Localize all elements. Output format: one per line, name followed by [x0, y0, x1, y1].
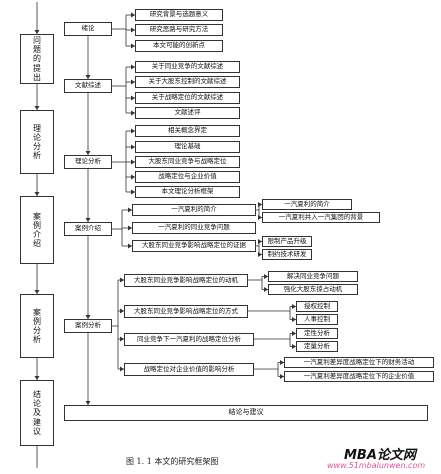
arrowhead-62	[120, 277, 124, 283]
theory-item-2: 理论基础	[135, 141, 240, 153]
case-intro-item-2: 一汽夏利的同业竞争问题	[132, 222, 256, 234]
left-box-problem: 问题的提出	[20, 34, 54, 84]
arrowhead-98	[292, 344, 296, 349]
case-analysis-item-4: 战略定位对企业价值的影响分析	[124, 363, 254, 376]
arrowhead-64	[120, 308, 124, 314]
arrowhead-9	[34, 376, 40, 380]
case-analysis-sub-2-2: 人事控制	[296, 314, 338, 325]
literature-item-3: 关于战略定位的文献综述	[135, 92, 240, 104]
arrowhead-74	[258, 215, 262, 220]
left-box-conclusion-label: 结论及建议	[33, 390, 41, 436]
literature-item-1: 关于同业竞争的文献综述	[135, 61, 240, 73]
arrowhead-5	[34, 192, 40, 196]
theory-item-3: 大股东同业竞争与战略定位	[135, 156, 240, 168]
arrowhead-44	[131, 144, 135, 150]
left-box-case-analysis: 案例分析	[20, 294, 54, 358]
arrowhead-24	[131, 12, 135, 18]
left-box-theory-label: 理论分析	[33, 123, 41, 161]
conclusion-box: 结论与建议	[64, 405, 428, 421]
intro-item-1: 研究背景与选题意义	[135, 9, 223, 21]
left-box-case-intro-label: 案例介绍	[33, 211, 41, 249]
case-analysis-sub-1-1: 解决同业竞争问题	[268, 271, 358, 282]
arrowhead-28	[131, 43, 135, 49]
arrowhead-34	[131, 79, 135, 85]
arrowhead-96	[292, 331, 296, 336]
arrowhead-18	[85, 315, 91, 319]
intro-item-2: 研究思路与研究方法	[135, 24, 223, 36]
arrowhead-104	[280, 374, 284, 379]
case-intro-sub-3-1: 限制产品升级	[262, 236, 312, 247]
case-analysis-item-3: 同业竞争下一汽夏利的战略定位分析	[124, 333, 254, 346]
section-theory-box: 理论分析	[64, 155, 112, 169]
theory-item-4: 战略定位与企业价值	[135, 171, 240, 183]
arrowhead-26	[131, 27, 135, 33]
arrowhead-3	[34, 106, 40, 110]
theory-item-5: 本文理论分析框架	[135, 186, 240, 198]
left-box-conclusion: 结论及建议	[20, 380, 54, 446]
arrowhead-1	[34, 30, 40, 34]
case-analysis-sub-4-2: 一汽夏利差异度战略定位下的企业价值	[284, 371, 434, 382]
section-literature-box: 文献综述	[64, 79, 112, 93]
arrowhead-48	[131, 174, 135, 180]
case-intro-item-3: 大股东同业竞争影响战略定位的证据	[132, 240, 256, 252]
watermark-url: www.51mbalunwen.com	[327, 461, 426, 470]
figure-caption: 图 1. 1 本文的研究框架图	[126, 457, 219, 466]
case-intro-item-1: 一汽夏利的简介	[132, 204, 256, 216]
case-intro-sub-3-2: 制约技术研发	[262, 249, 312, 260]
case-analysis-sub-4-1: 一汽夏利差异度战略定位下的财务活动	[284, 357, 434, 368]
arrowhead-68	[120, 366, 124, 372]
left-box-case-intro: 案例介绍	[20, 196, 54, 264]
arrowhead-42	[131, 128, 135, 134]
case-intro-sub-1-1: 一汽夏利的简介	[262, 199, 352, 210]
arrowhead-46	[131, 159, 135, 165]
arrowhead-72	[258, 202, 262, 207]
left-box-theory: 理论分析	[20, 110, 54, 174]
arrowhead-102	[280, 360, 284, 365]
arrowhead-50	[131, 189, 135, 195]
arrowhead-54	[128, 207, 132, 213]
arrowhead-38	[131, 110, 135, 116]
case-analysis-sub-1-2: 强化大股东掠占动机	[268, 284, 358, 295]
arrowhead-66	[120, 336, 124, 342]
arrowhead-36	[131, 95, 135, 101]
literature-item-2: 关于大股东控制的文献综述	[135, 76, 240, 88]
arrowhead-20	[85, 401, 91, 405]
case-analysis-sub-2-1: 授权控制	[296, 301, 338, 312]
arrowhead-92	[292, 317, 296, 322]
section-case-intro-box: 案例介绍	[64, 222, 112, 236]
arrowhead-84	[264, 274, 268, 279]
case-analysis-sub-3-1: 定性分析	[296, 328, 338, 339]
left-box-problem-label: 问题的提出	[33, 36, 41, 82]
case-analysis-item-1: 大股东同业竞争影响战略定位的动机	[124, 274, 248, 287]
intro-item-3: 本文可能的创新点	[135, 40, 223, 52]
arrowhead-14	[85, 151, 91, 155]
arrowhead-86	[264, 287, 268, 292]
arrowhead-12	[85, 75, 91, 79]
section-case-analysis-box: 案例分析	[64, 319, 112, 333]
watermark-title: MBA论文网	[344, 448, 416, 463]
section-intro-box: 绪论	[64, 22, 112, 36]
arrowhead-58	[128, 243, 132, 249]
theory-item-1: 相关概念界定	[135, 125, 240, 137]
case-analysis-item-2: 大股东同业竞争影响战略定位的方式	[124, 305, 248, 318]
literature-item-4: 文献述评	[135, 107, 240, 119]
arrowhead-80	[258, 252, 262, 257]
case-analysis-sub-3-2: 定量分析	[296, 341, 338, 352]
case-intro-sub-1-2: 一汽夏利并入一汽集团的背景	[262, 212, 380, 223]
arrowhead-78	[258, 239, 262, 244]
left-box-case-analysis-label: 案例分析	[33, 307, 41, 345]
arrowhead-56	[128, 225, 132, 231]
arrowhead-16	[85, 218, 91, 222]
arrowhead-90	[292, 304, 296, 309]
arrowhead-7	[34, 290, 40, 294]
arrowhead-32	[131, 64, 135, 70]
